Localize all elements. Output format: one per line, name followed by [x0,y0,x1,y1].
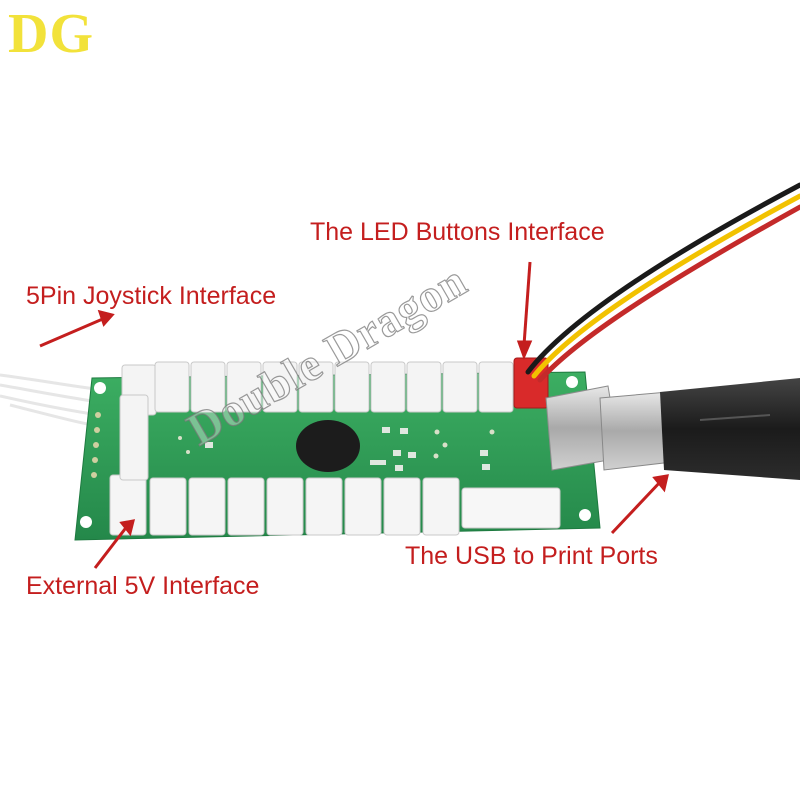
via-holes [178,429,495,459]
joystick-interface-label: 5Pin Joystick Interface [26,282,277,310]
side-pin-holes [91,412,101,478]
led-wires [525,182,800,383]
brand-logo: DG [8,3,94,65]
mount-hole [80,516,92,528]
usb-print-ports-label: The USB to Print Ports [405,542,658,570]
mount-hole [94,382,106,394]
callout-arrows [39,261,669,569]
mount-hole [566,376,578,388]
bottom-connectors [109,474,460,536]
usb-cable-plug [599,378,800,480]
external-5v-connector [461,487,561,529]
mount-hole [579,509,591,521]
external-5v-interface-label: External 5V Interface [26,572,260,600]
joystick-connector [119,394,149,481]
smd-components [205,427,490,471]
chip-blob [296,420,360,472]
led-buttons-interface-label: The LED Buttons Interface [310,218,605,246]
